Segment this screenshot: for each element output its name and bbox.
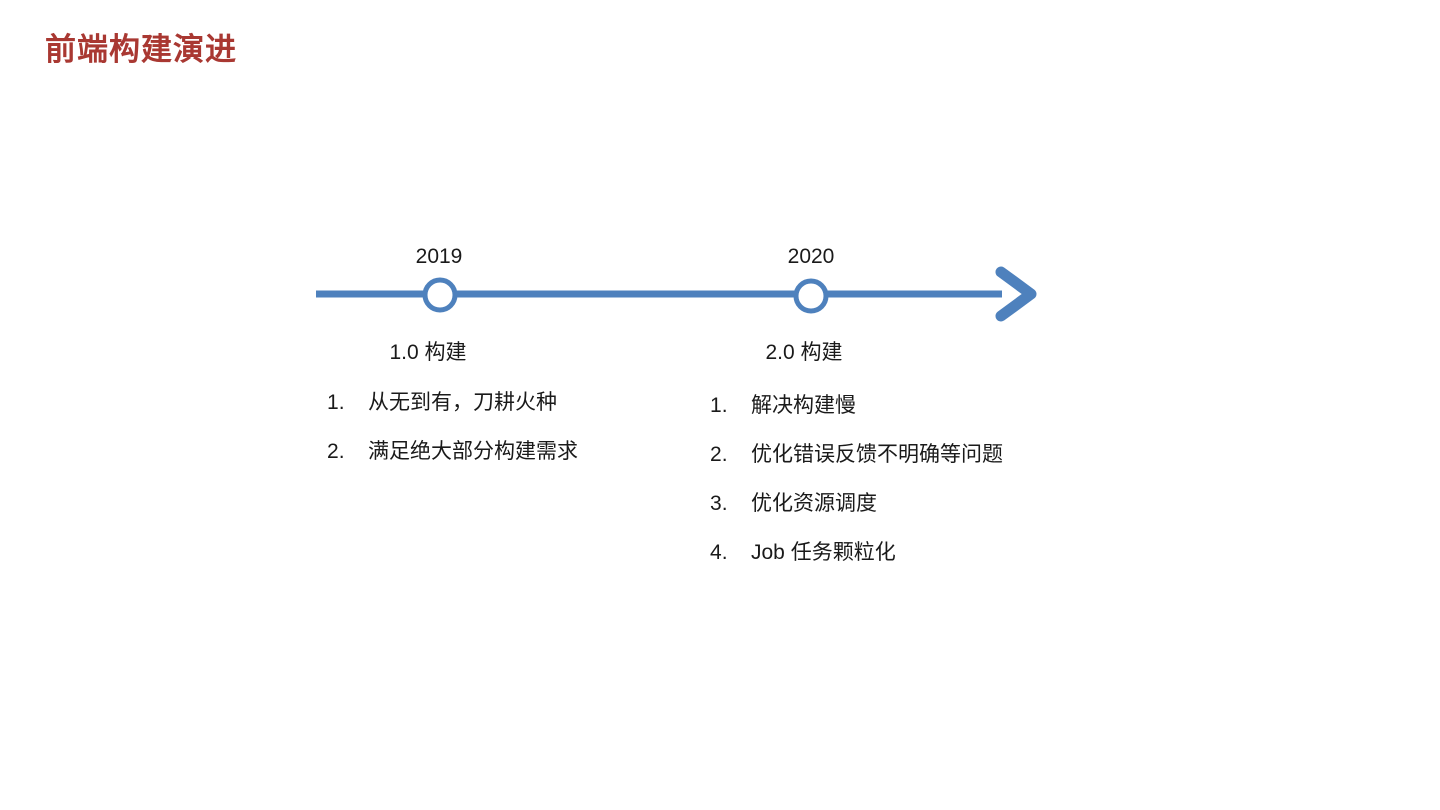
- year-label-2019: 2019: [415, 245, 463, 268]
- milestone-1-item-list: 从无到有，刀耕火种满足绝大部分构建需求: [327, 389, 578, 487]
- milestone-marker-2019: [422, 277, 458, 313]
- milestone-marker-2020: [793, 278, 829, 314]
- list-item: 解决构建慢: [710, 392, 856, 420]
- list-item: 满足绝大部分构建需求: [327, 438, 578, 466]
- page-title: 前端构建演进: [45, 32, 237, 67]
- year-label-2020: 2020: [787, 245, 835, 268]
- phase-label-1-0: 1.0 构建: [389, 341, 467, 364]
- list-item: 从无到有，刀耕火种: [327, 389, 557, 417]
- milestone-2-item-list: 解决构建慢优化错误反馈不明确等问题优化资源调度 Job 任务颗粒化: [710, 392, 1003, 588]
- phase-label-2-0: 2.0 构建: [765, 341, 843, 364]
- arrowhead-icon: [995, 266, 1037, 322]
- list-item: 优化错误反馈不明确等问题: [710, 441, 1003, 469]
- list-item: 优化资源调度: [710, 490, 877, 518]
- list-item: Job 任务颗粒化: [710, 539, 896, 567]
